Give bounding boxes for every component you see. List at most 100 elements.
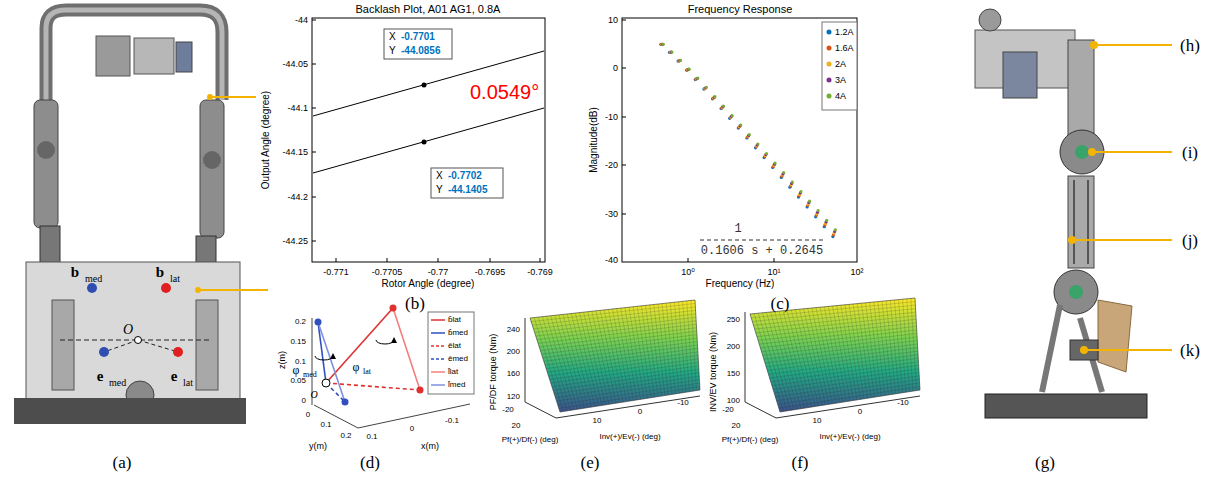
surface-grid	[758, 313, 787, 411]
datatip-value: -44.0856	[401, 46, 440, 56]
legend-text: 2A	[835, 60, 846, 69]
data-point	[704, 86, 707, 89]
tick-label: -0.769	[527, 268, 553, 277]
data-point	[670, 51, 673, 54]
tick-label: 160	[507, 370, 520, 378]
torque-surface	[530, 300, 700, 412]
illustration-shape	[422, 140, 427, 145]
illustration-shape	[52, 300, 74, 390]
illustration-shape	[312, 18, 545, 262]
illustration-shape	[173, 347, 183, 357]
axis-title: Pf(+)/Df(-) (deg)	[502, 436, 559, 444]
exoskeleton-render	[14, 10, 268, 424]
leg-render	[975, 9, 1172, 418]
legend-line	[431, 345, 445, 347]
surface-grid	[629, 307, 644, 399]
data-point	[808, 200, 811, 203]
illustration-shape	[322, 379, 330, 387]
illustration-shape	[822, 22, 857, 110]
illustration-shape	[198, 289, 268, 291]
surface-grid	[563, 314, 588, 407]
illustration-shape	[1003, 52, 1037, 98]
illustration-shape	[134, 38, 174, 74]
illustration-shape	[525, 318, 526, 402]
illustration-shape	[176, 42, 192, 72]
plot-title: Backlash Plot, A01 AG1, 0.8A	[356, 4, 501, 15]
tick-label: -0.7695	[475, 268, 506, 277]
surface-grid	[679, 302, 687, 392]
data-point	[705, 86, 708, 89]
tick-label: 10²	[850, 268, 863, 277]
tick-label: 0.2	[340, 432, 351, 440]
surface-grid	[779, 311, 805, 408]
illustration-shape	[622, 214, 626, 215]
surface-grid	[604, 310, 623, 402]
illustration-shape	[1087, 180, 1089, 264]
surface-grid	[617, 309, 634, 401]
tick-label: -44.25	[282, 237, 308, 246]
tick-label: -0.7705	[372, 268, 403, 277]
surface-grid	[783, 311, 808, 408]
tick-label: 10	[813, 417, 822, 425]
surface-grid	[633, 307, 647, 399]
subscript: med	[303, 371, 317, 379]
panel-letter: (f)	[792, 454, 809, 471]
tick-label: -30	[605, 210, 618, 219]
panel-letter: (e)	[581, 454, 600, 471]
illustration-shape	[342, 399, 349, 406]
illustration-shape	[1092, 151, 1172, 153]
surface-grid	[894, 300, 902, 393]
tick-label: 250	[727, 316, 740, 324]
data-point	[756, 143, 759, 146]
illustration-shape	[26, 262, 240, 402]
surface-grid	[559, 315, 585, 408]
data-point	[791, 181, 794, 184]
data-point	[799, 190, 802, 193]
tick-label: -10	[677, 399, 689, 407]
illustration-shape	[384, 29, 452, 59]
tick-label: -44	[295, 16, 308, 25]
data-point	[774, 162, 777, 165]
legend-line	[431, 332, 445, 334]
data-point	[748, 133, 751, 136]
illustration-shape	[1069, 285, 1083, 299]
surface-grid	[808, 308, 829, 404]
axis-title: z(m)	[278, 351, 287, 369]
surface-grid	[608, 309, 626, 401]
tick-label: 0	[858, 408, 862, 416]
axis-title: Rotor Angle (degree)	[382, 279, 475, 289]
tick-label: -20	[605, 161, 618, 170]
surface-grid	[542, 317, 570, 411]
surface-grid	[687, 301, 693, 391]
illustration-shape	[1069, 237, 1075, 243]
tick-label: 200	[507, 348, 520, 356]
illustration-shape	[46, 10, 222, 100]
illustration-shape	[659, 43, 837, 239]
data-point	[764, 153, 767, 156]
illustration-shape	[207, 94, 213, 100]
datatip-key: Y	[436, 185, 443, 195]
illustration-shape	[1073, 180, 1075, 264]
surface-grid	[674, 302, 682, 393]
illustration-shape	[314, 405, 358, 428]
datatip-key: X	[389, 32, 396, 42]
illustration-shape	[96, 36, 130, 76]
axis-title: PF/DF torque (Nm)	[489, 334, 498, 411]
data-point	[739, 124, 742, 127]
axis-title: Pf(+)/Df(-) (deg)	[722, 436, 779, 444]
frequency-plot	[622, 18, 857, 262]
surface-grid	[853, 304, 867, 398]
legend-line	[431, 371, 445, 373]
surface-grid	[625, 308, 641, 400]
tick-label: 10¹	[767, 268, 780, 277]
tick-label: -44.05	[282, 60, 308, 69]
vector-plot	[312, 305, 474, 429]
axis-title: INV/EV torque (Nm)	[709, 332, 718, 412]
surface-grid	[683, 301, 690, 391]
surface-grid	[754, 314, 783, 412]
point-label: b	[71, 265, 79, 280]
illustration-shape	[622, 68, 626, 69]
illustration-shape	[135, 337, 142, 344]
subscript: med	[109, 378, 126, 388]
origin-label: O	[310, 390, 317, 400]
